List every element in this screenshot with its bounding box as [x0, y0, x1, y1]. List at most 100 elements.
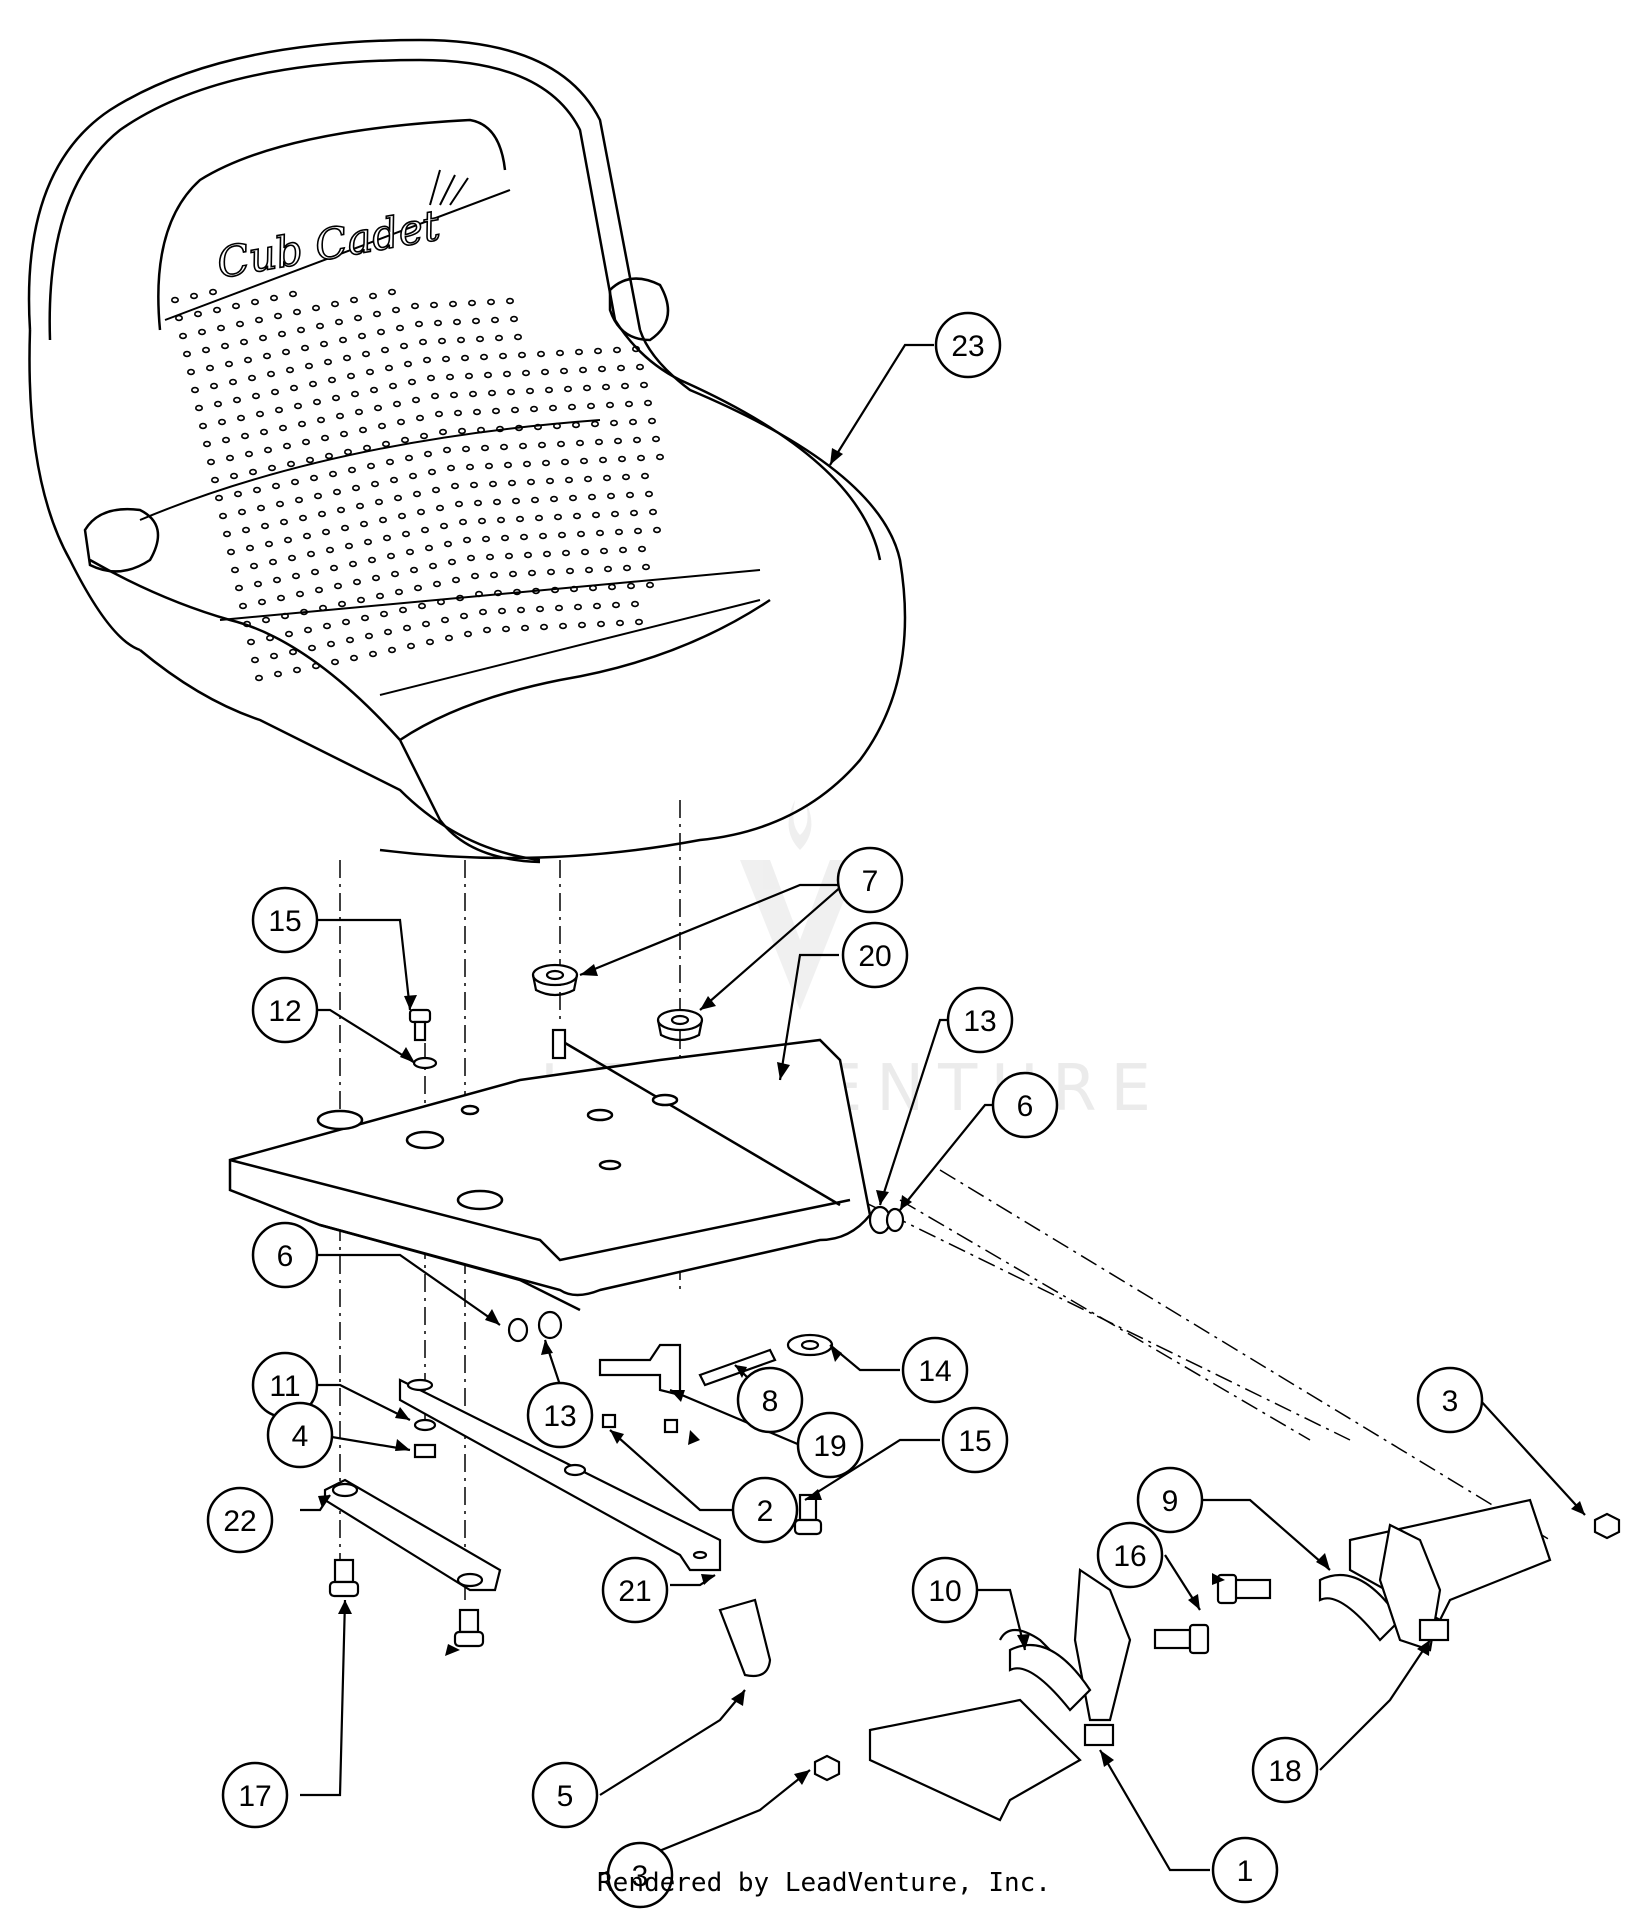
perforation-dot	[602, 474, 611, 482]
callout-label: 11	[269, 1370, 300, 1403]
perforation-dot	[361, 350, 370, 358]
perforation-dot	[349, 654, 358, 662]
perforation-dot	[327, 376, 336, 384]
perforation-dot	[253, 486, 262, 494]
perforation-dot	[482, 626, 491, 634]
perforation-dot	[357, 332, 366, 340]
perforation-dot	[335, 412, 344, 420]
perforation-dot	[530, 496, 539, 504]
perforation-dot	[206, 364, 215, 372]
perforation-dot	[273, 670, 282, 678]
perforation-dot	[445, 373, 454, 381]
perforation-dot	[306, 550, 315, 558]
perforation-dot	[358, 426, 367, 434]
perforation-dot	[263, 446, 272, 454]
callout-label: 3	[1442, 1385, 1459, 1418]
callout-c2: 2	[731, 1476, 799, 1544]
perforation-dot	[198, 328, 207, 336]
perforation-dot	[297, 420, 306, 428]
perforation-dot	[269, 294, 278, 302]
perforation-dot	[635, 363, 644, 371]
perforation-dot	[587, 493, 596, 501]
perforation-dot	[242, 526, 251, 534]
perforation-dot	[534, 514, 543, 522]
perforation-dot	[437, 337, 446, 345]
perforation-dot	[202, 346, 211, 354]
callout-circle	[601, 1556, 669, 1624]
perforation-dot	[251, 656, 260, 664]
callout-circle	[251, 886, 319, 954]
perforation-dot	[546, 568, 555, 576]
callout-c14: 14	[901, 1336, 969, 1404]
perforation-dot	[313, 492, 322, 500]
perforation-dot	[435, 504, 444, 512]
perforation-dot	[380, 346, 389, 354]
callout-c19: 19	[796, 1411, 864, 1479]
perforation-dot	[507, 479, 516, 487]
callout-circle	[221, 1761, 289, 1829]
callout-label: 1	[1237, 1855, 1254, 1888]
perforation-dot	[613, 437, 622, 445]
perforation-dot	[611, 601, 620, 609]
callout-c7: 7	[836, 846, 904, 914]
perforation-dot	[236, 320, 245, 328]
perforation-dot	[617, 455, 626, 463]
perforation-dot	[364, 632, 373, 640]
perforation-dot	[497, 607, 506, 615]
perforation-dot	[450, 482, 459, 490]
callout-circle	[606, 1841, 674, 1909]
perforation-dot	[348, 560, 357, 568]
perforation-dot	[404, 454, 413, 462]
perforation-dot	[509, 315, 518, 323]
perforation-dot	[476, 426, 485, 434]
perforation-dot	[522, 460, 531, 468]
perforation-dot	[440, 616, 449, 624]
perforation-dot	[594, 438, 603, 446]
perforation-dot	[495, 425, 504, 433]
perforation-dot	[400, 436, 409, 444]
perforation-dot	[222, 436, 231, 444]
perforation-dot	[474, 590, 483, 598]
perforation-dot	[429, 301, 438, 309]
perforation-dot	[526, 478, 535, 486]
perforation-dot	[370, 480, 379, 488]
perforation-dot	[209, 288, 218, 296]
perforation-dot	[284, 630, 293, 638]
perforation-dot	[377, 422, 386, 430]
perforation-dot	[367, 556, 376, 564]
perforation-dot	[295, 590, 304, 598]
perforation-dot	[288, 648, 297, 656]
callout-label: 16	[1113, 1540, 1146, 1573]
callout-label: 10	[928, 1575, 961, 1608]
perforation-dot	[315, 322, 324, 330]
perforation-dot	[214, 400, 223, 408]
perforation-dot	[579, 457, 588, 465]
callout-label: 3	[632, 1860, 649, 1893]
perforation-dot	[330, 300, 339, 308]
perforation-dot	[314, 586, 323, 594]
perforation-dot	[273, 312, 282, 320]
perforation-dot	[226, 454, 235, 462]
perforation-dot	[249, 468, 258, 476]
seat	[27, 38, 907, 864]
perforation-dot	[426, 374, 435, 382]
perforation-dot	[410, 302, 419, 310]
perforation-dot	[375, 592, 384, 600]
perforation-dot	[286, 460, 295, 468]
perforation-dot	[499, 443, 508, 451]
perforation-dot	[647, 417, 656, 425]
perforation-dot	[217, 324, 226, 332]
perforation-dot	[467, 299, 476, 307]
perforation-dot	[298, 514, 307, 522]
perforation-dot	[402, 624, 411, 632]
perforation-dot	[235, 584, 244, 592]
perforation-dot	[634, 618, 643, 626]
perforation-dot	[272, 576, 281, 584]
perforation-dot	[632, 436, 641, 444]
perforation-dot	[171, 296, 180, 304]
callout-c15a: 15	[251, 886, 319, 954]
perforation-dot	[271, 482, 280, 490]
perforation-dot	[203, 440, 212, 448]
perforation-dot	[211, 476, 220, 484]
